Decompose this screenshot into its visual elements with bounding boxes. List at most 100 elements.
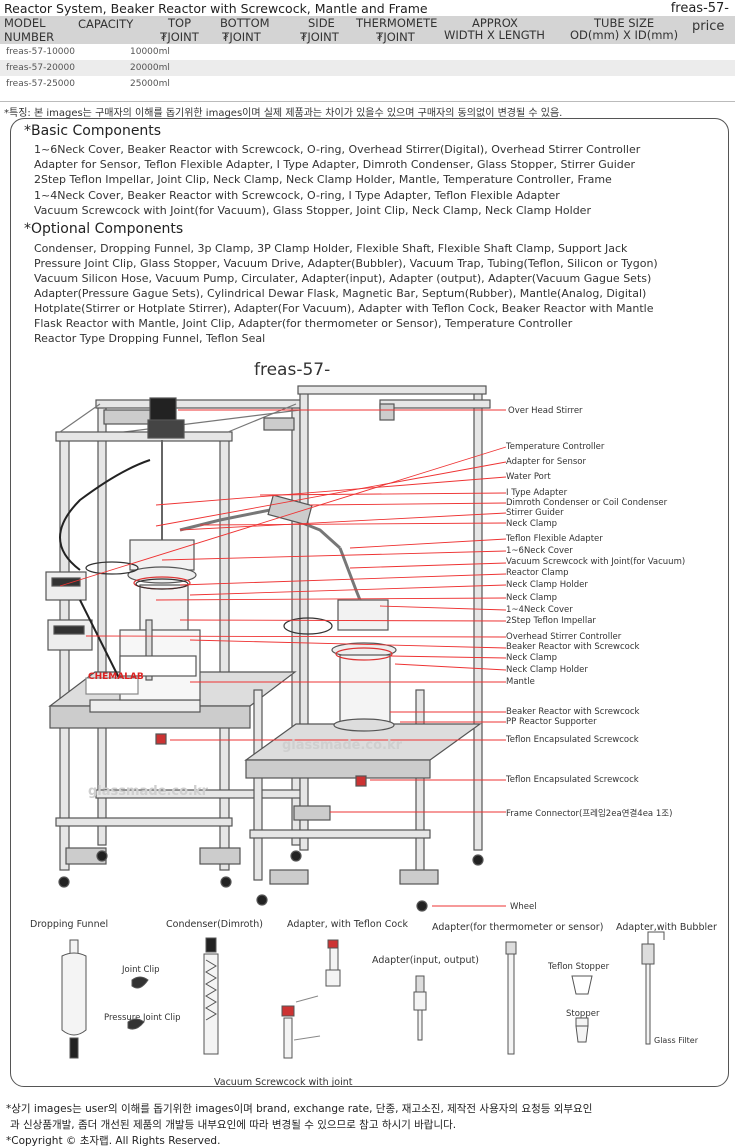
label-neck-clamp: Neck Clamp [506,519,558,529]
watermark: glassmade.co.kr [282,738,403,753]
acc-pressure-clip: Pressure Joint Clip [104,1013,181,1023]
adapter-thermo-icon [505,941,517,1055]
capacity-cell: 10000ml [130,47,170,57]
optional-line: Reactor Type Dropping Funnel, Teflon Sea… [34,332,266,345]
acc-joint-clip: Joint Clip [122,965,160,975]
label-adapter-sensor: Adapter for Sensor [506,457,586,467]
acc-adapter-cock: Adapter, with Teflon Cock [287,919,408,930]
brand-label: CHEMALAB [88,672,144,682]
acc-condenser: Condenser(Dimroth) [166,919,263,930]
label-stirrer-controller: Overhead Stirrer Controller [506,632,622,642]
col-side-2: ₮JOINT [300,30,339,44]
stirrer-controller [47,619,93,651]
acc-adapter-io: Adapter(input, output) [372,955,479,966]
label-i-type-adapter: I Type Adapter [506,488,568,498]
optional-line: Pressure Joint Clip, Glass Stopper, Vacu… [34,257,658,270]
label-impellar: 2Step Teflon Impellar [506,616,596,626]
col-thermo-2: ₮JOINT [376,30,415,44]
col-capacity: CAPACITY [78,17,134,31]
col-top-2: ₮JOINT [160,30,199,44]
basic-line: Vacuum Screwcock with Joint(for Vacuum),… [34,204,591,217]
copyright: *Copyright © 초자랩. All Rights Reserved. [6,1135,221,1147]
notice-text: *특징: 본 images는 구매자의 이해를 돕기위한 images이며 실제… [4,108,563,119]
label-neck-clamp-holder-2: Neck Clamp Holder [506,665,588,675]
diagram-title: freas-57- [254,360,331,380]
col-tube: TUBE SIZE [594,16,655,30]
label-teflon-screwcock: Teflon Encapsulated Screwcock [506,735,639,745]
spec-table-header: MODEL NUMBER CAPACITY TOP ₮JOINT BOTTOM … [0,16,735,44]
label-condenser: Dimroth Condenser or Coil Condenser [506,498,668,508]
capacity-cell: 25000ml [130,79,170,89]
label-water-port: Water Port [506,472,551,482]
footer-note-2: 과 신상품개발, 좀더 개선된 제품의 개발등 내부요인에 따라 변경될 수 있… [10,1119,457,1131]
teflon-stopper-icon [571,975,593,995]
page-title: Reactor System, Beaker Reactor with Scre… [4,1,428,16]
col-bottom: BOTTOM [220,16,270,30]
label-6neck-cover: 1~6Neck Cover [506,546,573,556]
label-teflon-flexible-adapter: Teflon Flexible Adapter [506,534,603,544]
footer-note: *상기 images는 user의 이해를 돕기위한 images이며 bran… [6,1103,593,1115]
label-vacuum-screwcock: Vacuum Screwcock with Joint(for Vacuum) [506,557,686,567]
capacity-cell: 20000ml [130,63,170,73]
divider [0,101,735,102]
optional-line: Vacuum Silicon Hose, Vacuum Pump, Circul… [34,272,652,285]
optional-line: Adapter(Pressure Gague Sets), Cylindrica… [34,287,647,300]
basic-line: 1~4Neck Cover, Beaker Reactor with Screw… [34,189,560,202]
table-row: freas-57-10000 10000ml [0,44,735,60]
acc-adapter-thermo: Adapter(for thermometer or sensor) [432,922,604,933]
label-mantle: Mantle [506,677,535,687]
model-cell: freas-57-10000 [6,47,75,57]
content-panel [10,118,729,1087]
col-side: SIDE [308,16,335,30]
product-code: freas-57- [670,1,729,16]
label-beaker-reactor: Beaker Reactor with Screwcock [506,642,640,652]
watermark: glassmade.co.kr [88,784,209,799]
label-pp-supporter: PP Reactor Supporter [506,717,597,727]
dropping-funnel-icon [61,939,87,1059]
col-tube-2: OD(mm) X ID(mm) [570,28,679,42]
col-thermo: THERMOMETE [356,16,438,30]
acc-stopper: Stopper [566,1009,600,1019]
optional-line: Flask Reactor with Mantle, Joint Clip, A… [34,317,573,330]
adapter-cock-icon [325,939,341,987]
label-beaker-reactor-2: Beaker Reactor with Screwcock [506,707,640,717]
label-neck-clamp-holder: Neck Clamp Holder [506,580,588,590]
col-bottom-2: ₮JOINT [222,30,261,44]
basic-components-heading: *Basic Components [24,123,162,139]
label-teflon-screwcock-2: Teflon Encapsulated Screwcock [506,775,639,785]
model-cell: freas-57-20000 [6,63,75,73]
col-top: TOP [168,16,192,30]
col-approx-2: WIDTH X LENGTH [444,28,545,42]
label-neck-clamp-3: Neck Clamp [506,653,558,663]
optional-components-heading: *Optional Components [24,221,184,237]
label-temperature-controller: Temperature Controller [506,442,605,452]
label-stirrer-guider: Stirrer Guider [506,508,564,518]
col-model-2: NUMBER [4,30,55,44]
stopper-icon [575,1017,589,1043]
table-row: freas-57-25000 25000ml [0,76,735,92]
vacuum-screwcock-icon [281,995,321,1059]
model-cell: freas-57-25000 [6,79,75,89]
label-frame-connector: Frame Connector(프레임2ea연결4ea 1조) [506,809,673,819]
label-4neck-cover: 1~4Neck Cover [506,605,573,615]
optional-line: Condenser, Dropping Funnel, 3p Clamp, 3P… [34,242,628,255]
label-wheel: Wheel [510,902,537,912]
label-reactor-clamp: Reactor Clamp [506,568,569,578]
basic-line: 2Step Teflon Impellar, Joint Clip, Neck … [34,173,612,186]
col-model: MODEL [4,16,46,30]
label-neck-clamp-2: Neck Clamp [506,593,558,603]
acc-vacuum-screwcock: Vacuum Screwcock with joint [214,1077,353,1088]
joint-clip-icon [127,976,149,1030]
acc-teflon-stopper: Teflon Stopper [548,962,610,972]
condenser-icon [203,937,219,1055]
label-over-head-stirrer: Over Head Stirrer [508,406,583,416]
col-price: price [692,19,725,34]
small-reactor [283,599,397,732]
adapter-io-icon [413,975,427,1041]
acc-adapter-bubbler: Adapter,with Bubbler [616,922,717,933]
table-row: freas-57-20000 20000ml [0,60,735,76]
basic-line: 1~6Neck Cover, Beaker Reactor with Screw… [34,143,641,156]
accessories-illustrations [61,931,665,1059]
col-approx: APPROX [472,16,518,30]
